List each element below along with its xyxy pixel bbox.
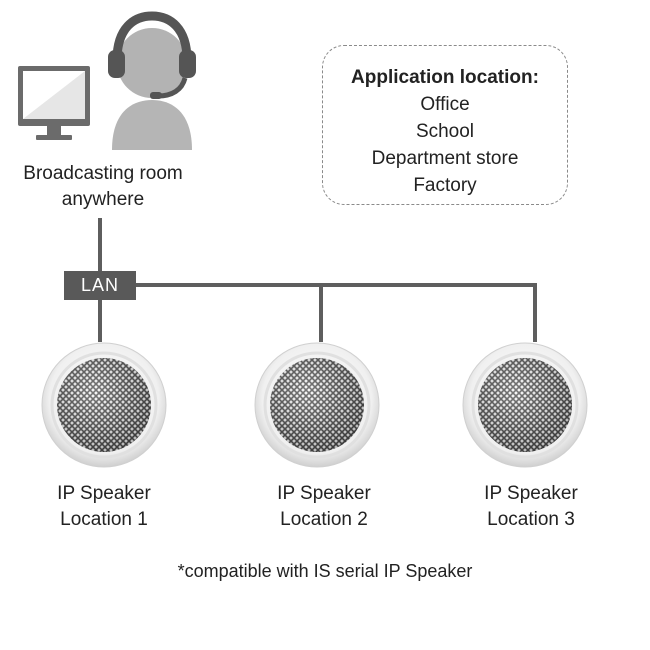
operator-headset-icon (108, 11, 196, 150)
application-item-department-store: Department store (371, 148, 519, 169)
ip-speaker-3-icon (462, 342, 588, 468)
speaker-1-label: IP Speaker Location 1 (24, 481, 184, 533)
speaker-2-name: IP Speaker (277, 483, 371, 504)
compatibility-footnote: *compatible with IS serial IP Speaker (177, 561, 473, 581)
speaker-2-label: IP Speaker Location 2 (244, 481, 404, 533)
speaker-3-label: IP Speaker Location 3 (451, 481, 611, 533)
application-item-office: Office (420, 94, 470, 115)
application-location-box: Application location: Office School Depa… (322, 45, 568, 205)
speaker-2-location: Location 2 (280, 509, 368, 530)
broadcasting-line-2: anywhere (61, 189, 145, 210)
speaker-1-location: Location 1 (60, 509, 148, 530)
lan-wiring (98, 218, 537, 342)
speaker-1-name: IP Speaker (57, 483, 151, 504)
broadcasting-room-label: Broadcasting room anywhere (3, 161, 203, 213)
broadcasting-line-1: Broadcasting room (23, 163, 183, 184)
speaker-3-name: IP Speaker (484, 483, 578, 504)
application-item-factory: Factory (413, 175, 477, 196)
ip-speaker-1-icon (41, 342, 167, 468)
computer-monitor-icon (18, 66, 90, 140)
speaker-3-location: Location 3 (487, 509, 575, 530)
application-item-school: School (415, 121, 475, 142)
ip-speaker-2-icon (254, 342, 380, 468)
lan-label: LAN (64, 271, 136, 300)
application-location-title: Application location: (351, 67, 539, 88)
